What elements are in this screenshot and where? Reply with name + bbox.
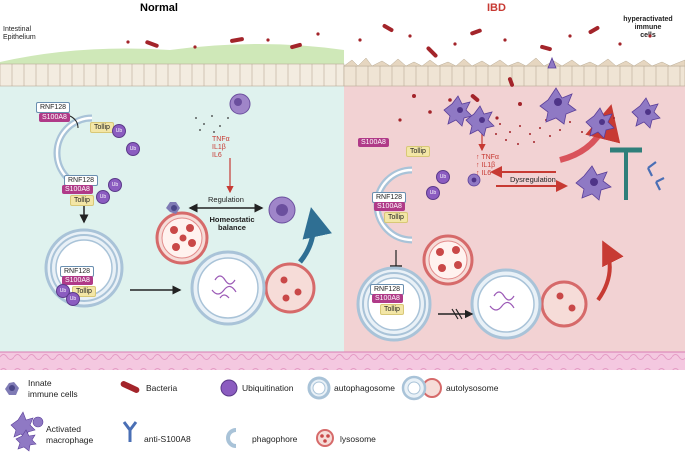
normal-epithelium	[0, 63, 345, 87]
legend-lysosome-icon	[316, 429, 334, 447]
legend-bacteria-icon	[120, 381, 140, 393]
feedback-arrow-normal	[298, 207, 332, 264]
legend-bacteria-label: Bacteria	[146, 383, 178, 393]
ibd-panel-title: IBD	[487, 2, 506, 14]
feedback-arrow-ibd	[596, 240, 624, 302]
il6-label-normal: IL6	[212, 152, 222, 159]
s100a8-tag-normal: S100A8	[39, 113, 70, 122]
epithelium-label: Intestinal Epithelium	[3, 26, 36, 41]
tollip-tag-phagophore: Tollip	[70, 195, 94, 206]
legend-macrophage-label: Activated macrophage	[46, 424, 94, 445]
tollip-tag-autophagosome: Tollip	[72, 286, 96, 297]
ub-phagophore-2: Ub	[96, 190, 110, 204]
legend-anti-s100a8-label: anti-S100A8	[144, 434, 191, 444]
regulation-label: Regulation	[208, 195, 244, 204]
antibodies	[647, 161, 665, 191]
autolysosome-ibd	[470, 268, 588, 340]
macrophage-normal-top	[229, 93, 251, 115]
anti-s100a8-inhibition	[610, 147, 642, 200]
legend-phagophore-icon	[226, 428, 237, 448]
lysosome-ibd	[422, 234, 474, 286]
s100a8-tag-ibd-phagophore: S100A8	[374, 202, 405, 211]
il1b-label-ibd: ↑ IL1β	[476, 162, 496, 169]
legend-innate-icon	[5, 382, 19, 395]
legend-lysosome-label: lysosome	[340, 434, 376, 444]
tollip-tag-ibd-autophagosome: Tollip	[380, 304, 404, 315]
legend-antibody-icon	[122, 421, 138, 442]
ub-ibd-2: Ub	[426, 186, 440, 200]
ub-ibd-1: Ub	[436, 170, 450, 184]
legend-autolysosome-icon	[401, 375, 442, 401]
s100a8-tag-phagophore: S100A8	[62, 185, 93, 194]
tollip-tag-ibd-phagophore: Tollip	[384, 212, 408, 223]
ub-normal-1: Ub	[112, 124, 126, 138]
cytokine-dots-normal	[195, 115, 229, 133]
legend-innate-label: Innate immune cells	[28, 378, 78, 399]
macrophage-nuclei	[457, 98, 651, 186]
legend-autophagosome-label: autophagosome	[334, 383, 395, 393]
legend-autolysosome-label: autolysosome	[446, 383, 499, 393]
autolysosome-normal	[190, 250, 316, 326]
normal-panel-title: Normal	[140, 2, 178, 14]
s100a8-tag-autophagosome: S100A8	[62, 276, 93, 285]
il1b-label-normal: IL1β	[212, 144, 226, 151]
rnf128-tag-normal: RNF128	[36, 102, 71, 113]
legend-ub-icon	[220, 379, 238, 397]
legend-phagophore-label: phagophore	[252, 434, 298, 444]
ub-normal-2: Ub	[126, 142, 140, 156]
lysosome-normal	[155, 211, 209, 265]
ub-autophagosome-2: Ub	[66, 292, 80, 306]
tnfa-label-ibd: ↑ TNFα	[476, 154, 499, 161]
tollip-tag-ibd: Tollip	[406, 146, 430, 157]
s100a8-tag-ibd-autophagosome: S100A8	[372, 294, 403, 303]
mucus-layer	[0, 44, 344, 64]
legend-ubiquitination-label: Ubiquitination	[242, 383, 294, 393]
s100a8-tag-ibd: S100A8	[358, 138, 389, 147]
cytokine-dots-ibd	[495, 117, 615, 145]
dysregulation-label: Dysregulation	[510, 175, 556, 184]
ub-phagophore-1: Ub	[108, 178, 122, 192]
lumen-bacteria	[126, 24, 652, 122]
macrophage-normal	[268, 196, 296, 224]
legend-autophagosome-icon	[307, 376, 331, 400]
ibd-epithelium	[343, 57, 685, 87]
tnfa-label-normal: TNFα	[212, 136, 230, 143]
legend-macrophage-icon	[10, 411, 44, 452]
hyperactivated-label: hyperactivated immune cells	[623, 16, 673, 39]
innate-cell-normal	[166, 202, 180, 214]
tollip-tag-normal: Tollip	[90, 122, 114, 133]
il6-label-ibd: ↑ IL6	[476, 170, 492, 177]
homeostatic-balance-label: Homeostatic balance	[209, 215, 255, 232]
